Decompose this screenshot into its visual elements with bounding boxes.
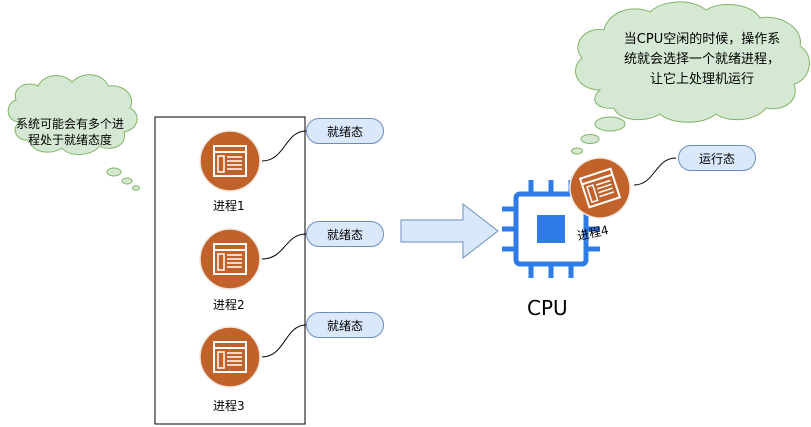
right-cloud-line-1: 当CPU空闲的时候，操作系	[623, 32, 781, 47]
left-cloud-line-2: 程处于就绪态度	[27, 133, 112, 147]
process-3-icon	[199, 326, 261, 388]
process-4-state-badge: 运行态	[678, 145, 756, 171]
process-1-state-badge: 就绪态	[306, 118, 384, 144]
right-cloud-line-3: 让它上处理机运行	[649, 72, 754, 87]
right-cloud-text: 当CPU空闲的时候，操作系 统就会选择一个就绪进程， 让它上处理机运行	[604, 30, 800, 90]
cpu-label: CPU	[527, 296, 568, 320]
process-2-label: 进程2	[213, 298, 245, 312]
left-thought-cloud	[7, 74, 140, 191]
left-cloud-text: 系统可能会有多个进 程处于就绪态度	[12, 116, 128, 148]
process-3-label: 进程3	[213, 399, 245, 413]
process-1-icon	[199, 130, 261, 192]
connector-2	[261, 233, 307, 260]
process-2-state-badge: 就绪态	[306, 221, 384, 247]
process-4-icon	[561, 149, 639, 227]
process-1-label: 进程1	[213, 199, 245, 213]
left-cloud-line-1: 系统可能会有多个进	[15, 117, 124, 131]
process-2-icon	[199, 228, 261, 290]
right-thought-cloud	[571, 1, 810, 155]
connector-3	[261, 324, 307, 358]
process-3-state-badge: 就绪态	[306, 312, 384, 338]
connector-1	[261, 130, 307, 162]
schedule-arrow	[400, 202, 499, 260]
connector-4	[633, 157, 677, 186]
right-cloud-line-2: 统就会选择一个就绪进程，	[623, 52, 780, 67]
